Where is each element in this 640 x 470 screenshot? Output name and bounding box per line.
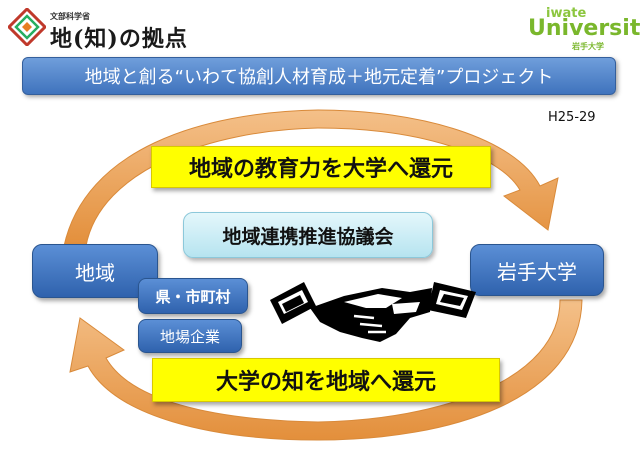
project-title: 地域と創る“いわて協創人材育成＋地元定着”プロジェクト bbox=[22, 57, 616, 95]
knowledge-hub-logo: 文部科学省 地(知)の拠点 bbox=[8, 6, 208, 52]
handshake-icon bbox=[270, 282, 476, 342]
project-period: H25-29 bbox=[548, 110, 596, 125]
logo-title: 地(知)の拠点 bbox=[50, 26, 188, 52]
university-box: 岩手大学 bbox=[470, 244, 604, 296]
brand-main: University bbox=[528, 16, 640, 41]
local-business-box: 地場企業 bbox=[138, 319, 242, 353]
bottom-banner: 大学の知を地域へ還元 bbox=[152, 358, 500, 402]
top-banner: 地域の教育力を大学へ還元 bbox=[151, 146, 491, 188]
brand-top: iwate bbox=[546, 6, 587, 21]
ministry-label: 文部科学省 bbox=[50, 12, 90, 21]
prefecture-municipality-box: 県・市町村 bbox=[138, 278, 248, 314]
council-box: 地域連携推進協議会 bbox=[183, 212, 433, 258]
region-box: 地域 bbox=[32, 244, 158, 298]
iwate-university-logo: iwate University 岩手大学 bbox=[528, 6, 640, 52]
diamond-lattice-logo-icon bbox=[8, 8, 46, 46]
brand-sub: 岩手大学 bbox=[572, 42, 604, 51]
arrow-region-to-university bbox=[63, 109, 559, 247]
arrow-university-to-region bbox=[69, 299, 583, 441]
